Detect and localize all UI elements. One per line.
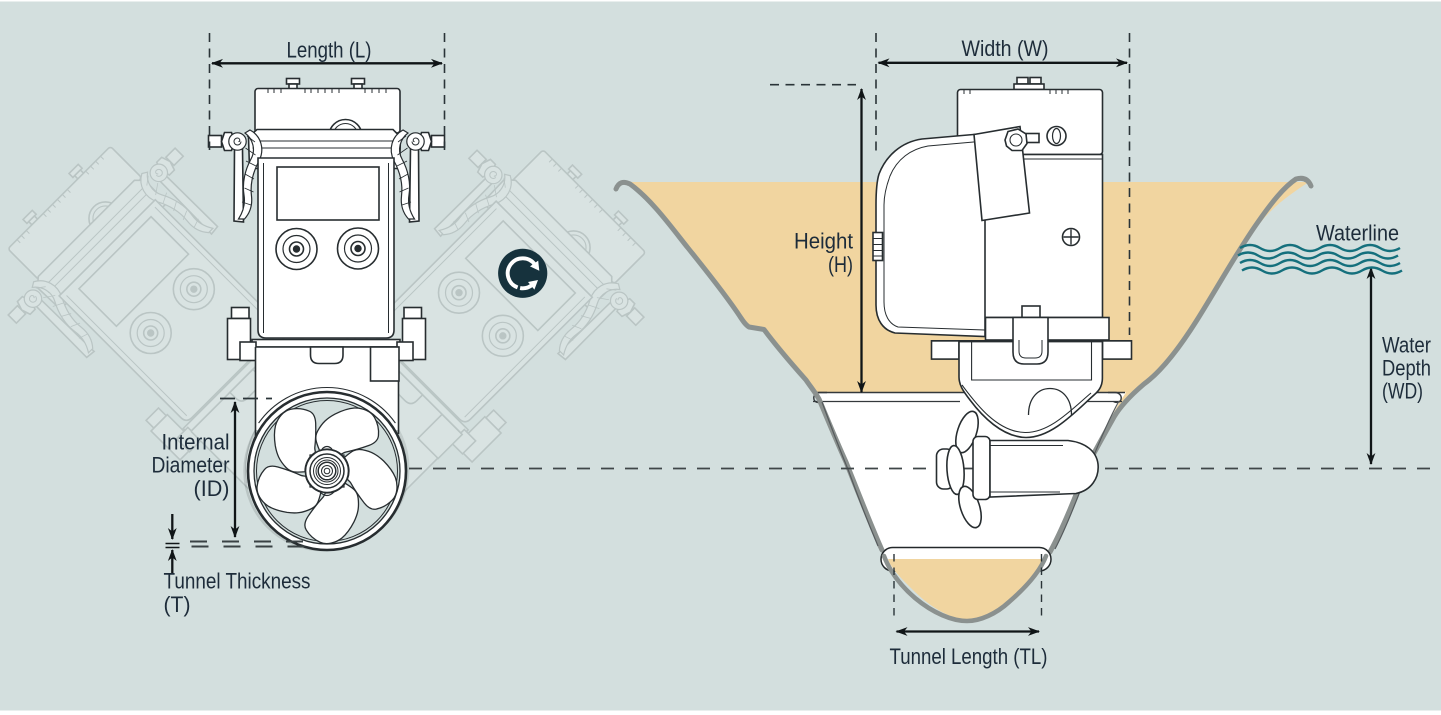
- svg-text:(T): (T): [164, 592, 191, 617]
- svg-text:Internal: Internal: [162, 430, 230, 455]
- svg-text:(WD): (WD): [1382, 379, 1423, 404]
- svg-text:Tunnel Thickness: Tunnel Thickness: [164, 569, 311, 594]
- svg-text:Tunnel Length (TL): Tunnel Length (TL): [890, 644, 1048, 669]
- svg-text:Length (L): Length (L): [287, 38, 372, 63]
- svg-text:Diameter: Diameter: [152, 453, 230, 478]
- svg-text:(H): (H): [828, 252, 853, 277]
- svg-text:(ID): (ID): [194, 476, 230, 501]
- svg-text:Height: Height: [794, 229, 853, 254]
- svg-text:Depth: Depth: [1382, 356, 1431, 381]
- svg-text:Width (W): Width (W): [962, 36, 1049, 61]
- svg-text:Waterline: Waterline: [1316, 221, 1399, 246]
- svg-text:Water: Water: [1382, 333, 1431, 358]
